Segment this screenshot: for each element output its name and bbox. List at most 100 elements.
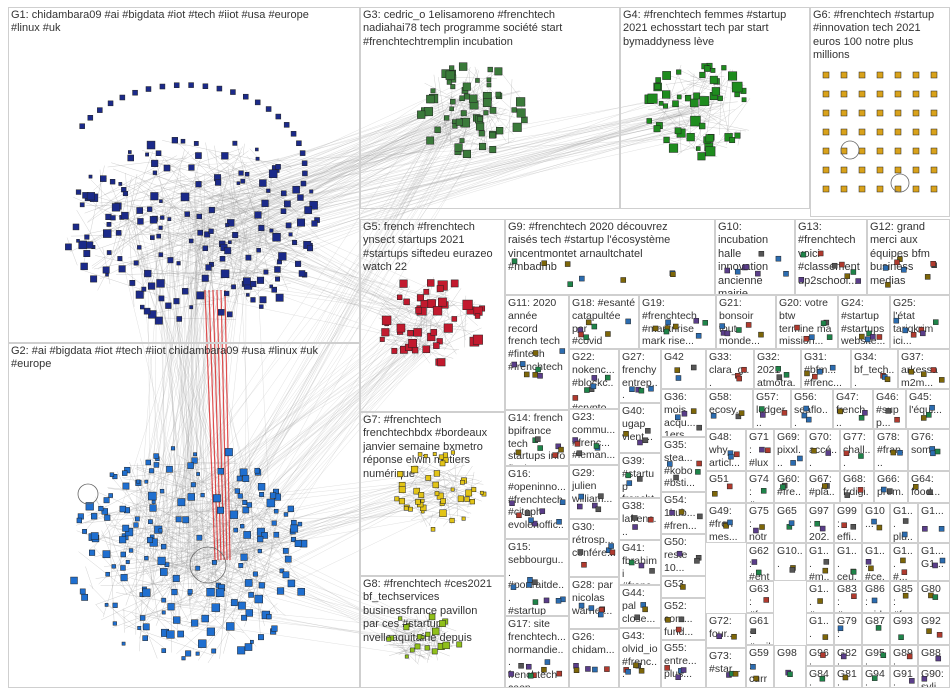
group-label-g1: G1: chidambara09 #ai #bigdata #iot #tech… bbox=[11, 9, 357, 36]
group-box-g93: G93 bbox=[890, 613, 918, 645]
group-box-g94: G94: go... bbox=[862, 666, 890, 688]
group-box-g77: G77: chall... bbox=[840, 429, 874, 471]
group-label-g62: G62: #entr... bbox=[749, 545, 771, 581]
group-box-g9: G9: #frenchtech 2020 découvrez raisés te… bbox=[505, 219, 715, 295]
group-box-g35: G35: stea... #kobo #bsti... bbox=[661, 437, 706, 492]
group-label-g53: G53 bbox=[664, 578, 703, 591]
group-box-g71: G71: #luxe... bbox=[746, 429, 774, 471]
group-box-g46: G46: #supp... bbox=[873, 389, 906, 429]
group-box-g52: G52: com... fund... bbox=[661, 598, 706, 640]
group-label-g4: G4: #frenchtech femmes #startup 2021 ech… bbox=[623, 9, 807, 49]
group-label-g109: G10... bbox=[777, 545, 803, 571]
group-box-g65: G65 bbox=[774, 503, 806, 543]
group-box-g15: G15: sebbourgu... #portraitde... #startu… bbox=[505, 539, 569, 616]
group-label-g12: G12: grand merci aux équipes bfm busines… bbox=[870, 221, 947, 288]
group-box-g31: G31: #bfm... #frenc... bbox=[801, 349, 851, 389]
group-box-g11: G11: 2020 année record french tech #fint… bbox=[505, 295, 569, 410]
group-label-g39: G39: #startup frencht... bbox=[622, 455, 658, 498]
group-label-g34: G34: bf_tech... #nrf20... bbox=[854, 351, 895, 389]
group-label-g7: G7: #frenchtech frenchtechbdx #bordeaux … bbox=[363, 414, 502, 481]
group-label-g95: G95: 20... bbox=[865, 647, 887, 666]
group-box-g100: G10... bbox=[862, 503, 890, 543]
group-label-g15: G15: sebbourgu... #portraitde... #startu… bbox=[508, 541, 566, 616]
group-box-g88: G88 bbox=[918, 645, 950, 666]
group-box-g102: G1... ceu... bbox=[834, 543, 862, 581]
group-label-g54: G54: 1kub... #fren... bbox=[664, 494, 703, 532]
group-label-g13: G13: #frenchtech voici #classement up2sc… bbox=[798, 221, 864, 288]
group-label-g102: G1... ceu... bbox=[837, 545, 859, 581]
group-box-g64: G64: food... bbox=[908, 471, 950, 503]
group-box-g76: G76: som... bbox=[908, 429, 950, 471]
group-label-g44: G44: pal close... bbox=[622, 587, 658, 625]
group-box-g109: G10... bbox=[774, 543, 806, 581]
group-box-g26: G26: chidam... bbox=[569, 629, 619, 688]
group-box-g44: G44: pal close... bbox=[619, 585, 661, 628]
group-label-g50: G50: reste 10... bbox=[664, 536, 703, 574]
group-label-g49: G49: #fren mes... bbox=[709, 505, 743, 543]
group-box-g55: G55: entre... plus... bbox=[661, 640, 706, 688]
group-box-g25: G25: l'état tariqkrim ici... bbox=[890, 295, 950, 349]
group-box-g98: G98 bbox=[774, 645, 806, 688]
group-box-g91: G91: aur... bbox=[890, 666, 918, 688]
group-label-g101: G1... #m... bbox=[809, 545, 831, 581]
group-box-g103: G1... #ce... bbox=[862, 543, 890, 581]
group-label-g94: G94: go... bbox=[865, 668, 887, 688]
group-label-g35: G35: stea... #kobo #bsti... bbox=[664, 439, 703, 490]
group-label-g63: G63: #fren... bbox=[749, 583, 771, 613]
group-label-g30: G30: rétrosp... confére... bbox=[572, 521, 616, 559]
group-box-g36: G36: mois acqu... 1ers... bbox=[661, 389, 706, 437]
group-box-g27: G27: frenchy entrep... bbox=[619, 349, 661, 403]
group-box-g106: G1... peu... bbox=[806, 613, 834, 645]
group-box-g18: G18: #esanté catapultée par #covid sourc… bbox=[569, 295, 639, 349]
group-label-g59: G59: curre... bbox=[749, 647, 771, 688]
group-box-g51: G51 bbox=[706, 471, 746, 503]
group-label-g82: G82: num... bbox=[837, 647, 859, 666]
group-label-g98: G98 bbox=[777, 647, 803, 660]
group-label-g68: G68: frdigi... bbox=[843, 473, 871, 503]
group-box-g82: G82: num... bbox=[834, 645, 862, 666]
group-label-g106: G1... peu... bbox=[809, 615, 831, 645]
group-label-g19: G19: #frenchtech #marknrise mark rise... bbox=[642, 297, 713, 348]
group-box-g48: G48: why articl... bbox=[706, 429, 746, 471]
group-label-g73: G73: #star... bbox=[709, 650, 743, 676]
group-label-g16: G16: #openinno... #frenchtech #citeph ev… bbox=[508, 468, 566, 539]
group-box-g5: G5: french #frenchtech ynsect startups 2… bbox=[360, 219, 505, 412]
group-label-g72: G72: four... bbox=[709, 615, 743, 641]
group-box-g59: G59: curre... bbox=[746, 645, 774, 688]
group-box-g37: G37: arkessa m2m... bbox=[898, 349, 950, 389]
group-box-g43: G43: olvid_io #frenc... bbox=[619, 628, 661, 688]
group-label-g71: G71: #luxe... bbox=[749, 431, 771, 471]
group-box-g41: G41: fbrahimi #frenc... bbox=[619, 540, 661, 585]
group-box-g73: G73: #star... bbox=[706, 648, 746, 688]
group-box-g63: G63: #fren... bbox=[746, 581, 774, 613]
group-box-g28: G28: par nicolas warner... bbox=[569, 577, 619, 629]
group-label-g9: G9: #frenchtech 2020 découvrez raisés te… bbox=[508, 221, 712, 275]
group-label-g104: G1... plu... bbox=[893, 505, 915, 543]
group-label-g79: G79: pro... bbox=[837, 615, 859, 645]
group-label-g77: G77: chall... bbox=[843, 431, 871, 469]
group-box-g85: G85: #fre... bbox=[890, 581, 918, 613]
group-label-g97: G97: 202... bbox=[809, 505, 831, 543]
group-label-g85: G85: #fre... bbox=[893, 583, 915, 613]
group-box-g20: G20: votre btw termine ma mission... bbox=[776, 295, 838, 349]
group-label-g37: G37: arkessa m2m... bbox=[901, 351, 947, 389]
group-box-g34: G34: bf_tech... #nrf20... bbox=[851, 349, 898, 389]
group-box-g95: G95: 20... bbox=[862, 645, 890, 666]
group-label-g48: G48: why articl... bbox=[709, 431, 743, 469]
group-label-g11: G11: 2020 année record french tech #fint… bbox=[508, 297, 566, 374]
group-box-g70: G70: accé... bbox=[806, 429, 840, 471]
group-box-g14: G14: french bpifrance tech startups info… bbox=[505, 410, 569, 466]
group-box-g24: G24: #startup #startups website... bbox=[838, 295, 890, 349]
group-label-g74: G74: #web... bbox=[749, 473, 771, 503]
group-box-g54: G54: 1kub... #fren... bbox=[661, 492, 706, 534]
group-box-g87: G87 bbox=[862, 613, 890, 645]
group-box-g3: G3: cedric_o 1elisamoreno #frenchtech na… bbox=[360, 7, 620, 209]
group-box-g7: G7: #frenchtech frenchtechbdx #bordeaux … bbox=[360, 412, 505, 576]
group-label-g99: G99: effi... bbox=[837, 505, 859, 543]
group-label-g78: G78: #fran... bbox=[877, 431, 905, 469]
group-box-g1: G1: chidambara09 #ai #bigdata #iot #tech… bbox=[8, 7, 360, 343]
group-label-g10: G10: incubation halle innovation ancienn… bbox=[718, 221, 792, 295]
group-box-g6: G6: #frenchtech #startup #innovation tec… bbox=[810, 7, 950, 217]
group-label-g90: G90: syli... bbox=[921, 668, 947, 688]
